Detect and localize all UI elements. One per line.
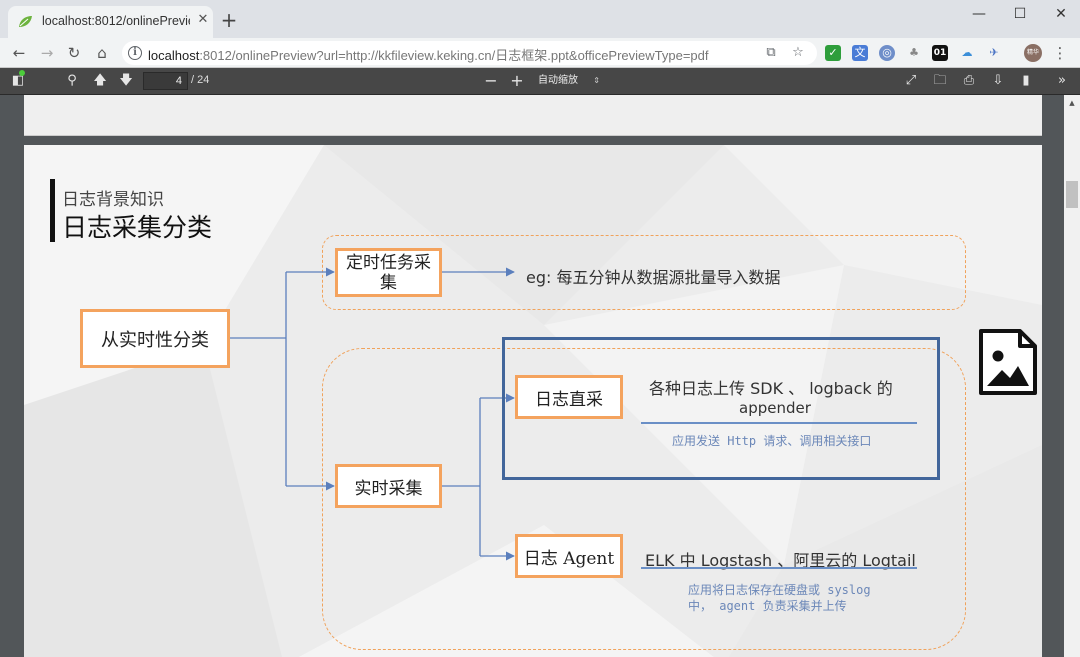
current-page-slide: 日志背景知识 日志采集分类 xyxy=(24,145,1042,657)
agent-sub-line2: 中， agent 负责采集并上传 xyxy=(688,599,847,613)
realtime-node: 实时采集 xyxy=(335,464,442,508)
direct-underline xyxy=(641,422,917,424)
translate-icon[interactable]: ⧉ xyxy=(766,45,776,60)
new-tab-button[interactable]: + xyxy=(220,8,238,32)
back-icon[interactable]: ← xyxy=(12,44,26,62)
bird-extension-icon[interactable]: ✈ xyxy=(989,46,999,59)
previous-page xyxy=(24,95,1042,136)
tab-strip: localhost:8012/onlinePreview? ✕ + — ☐ ✕ xyxy=(0,0,1080,38)
agent-node: 日志 Agent xyxy=(515,534,623,578)
notification-dot xyxy=(19,70,25,76)
translate-extension-icon[interactable]: 文 xyxy=(852,45,868,61)
close-tab-icon[interactable]: ✕ xyxy=(197,12,209,27)
realtime-group xyxy=(322,348,966,650)
counter-extension-icon[interactable]: 01 xyxy=(932,45,948,61)
page-number-input[interactable]: 4 xyxy=(143,72,188,90)
scroll-thumb[interactable] xyxy=(1066,181,1078,208)
shield-extension-icon[interactable]: ✓ xyxy=(825,45,841,61)
cloud-extension-icon[interactable]: ☁ xyxy=(961,46,973,59)
maximize-icon[interactable]: ☐ xyxy=(1013,6,1027,22)
sidebar-toggle-icon[interactable]: ◧ xyxy=(11,73,25,88)
reload-icon[interactable]: ↻ xyxy=(67,44,81,62)
browser-toolbar: ← → ↻ ⌂ i localhost:8012/onlinePreview?u… xyxy=(0,38,1080,68)
zoom-out-button[interactable]: − xyxy=(484,71,498,90)
bookmark-star-icon[interactable]: ☆ xyxy=(792,45,804,60)
compass-extension-icon[interactable]: ◎ xyxy=(879,45,895,61)
tree-extension-icon[interactable]: ♣ xyxy=(909,46,919,59)
page-count: / 24 xyxy=(191,74,210,86)
menu-icon[interactable]: ⋮ xyxy=(1052,44,1068,62)
presentation-mode-icon[interactable]: ⤢ xyxy=(905,73,917,88)
pdf-viewer[interactable]: 日志背景知识 日志采集分类 xyxy=(0,95,1064,657)
scheduled-task-node: 定时任务采集 xyxy=(335,248,442,297)
agent-sub-line1: 应用将日志保存在硬盘或 syslog xyxy=(688,583,871,597)
root-node: 从实时性分类 xyxy=(80,309,230,368)
slide-subtitle: 日志背景知识 xyxy=(62,190,164,210)
image-file-icon xyxy=(979,329,1037,395)
next-page-icon[interactable]: 🡇 xyxy=(119,73,133,88)
direct-note-line1: 各种日志上传 SDK 、 logback 的 xyxy=(649,379,893,398)
search-icon[interactable]: ⚲ xyxy=(67,73,77,88)
bookmark-icon[interactable]: ▮ xyxy=(1022,73,1030,88)
open-file-icon[interactable]: 🗀 xyxy=(933,73,947,88)
title-accent-bar xyxy=(50,179,55,242)
slide-title: 日志采集分类 xyxy=(62,213,213,242)
leaf-icon xyxy=(19,16,32,27)
browser-tab[interactable]: localhost:8012/onlinePreview? ✕ xyxy=(8,6,213,38)
zoom-select[interactable]: 自动缩放 ⇕ xyxy=(532,72,604,90)
agent-note: ELK 中 Logstash 、阿里云的 Logtail xyxy=(645,551,916,570)
connector-lines xyxy=(230,267,515,561)
address-bar[interactable]: i localhost:8012/onlinePreview?url=http:… xyxy=(122,41,817,65)
select-arrow-icon: ⇕ xyxy=(593,76,600,85)
info-icon[interactable]: i xyxy=(128,46,142,60)
forward-icon[interactable]: → xyxy=(40,44,54,62)
scroll-up-icon[interactable]: ▲ xyxy=(1069,99,1075,107)
profile-avatar[interactable]: 精华 xyxy=(1024,44,1042,62)
previous-page-icon[interactable]: 🡅 xyxy=(93,73,107,88)
highlight-box xyxy=(502,337,940,480)
home-icon[interactable]: ⌂ xyxy=(97,44,107,62)
tab-title: localhost:8012/onlinePreview? xyxy=(42,14,190,28)
download-icon[interactable]: ⇩ xyxy=(992,73,1004,88)
scheduled-note: eg: 每五分钟从数据源批量导入数据 xyxy=(526,268,781,287)
pdf-toolbar: ◧ ⚲ 🡅 🡇 4 / 24 − + 自动缩放 ⇕ ⤢ 🗀 ⎙ ⇩ ▮ » xyxy=(0,68,1080,95)
minimize-icon[interactable]: — xyxy=(972,6,986,22)
agent-underline xyxy=(641,567,917,569)
direct-collect-node: 日志直采 xyxy=(515,375,623,419)
zoom-label: 自动缩放 xyxy=(538,75,578,86)
url-text[interactable]: localhost:8012/onlinePreview?url=http://… xyxy=(148,48,709,63)
close-window-icon[interactable]: ✕ xyxy=(1055,6,1067,22)
direct-sub-note: 应用发送 Http 请求、调用相关接口 xyxy=(672,434,872,448)
print-icon[interactable]: ⎙ xyxy=(963,73,975,88)
tools-menu-icon[interactable]: » xyxy=(1058,73,1066,88)
vertical-scrollbar[interactable]: ▲ xyxy=(1064,95,1080,657)
direct-note-line2: appender xyxy=(739,399,811,417)
zoom-in-button[interactable]: + xyxy=(510,71,524,90)
